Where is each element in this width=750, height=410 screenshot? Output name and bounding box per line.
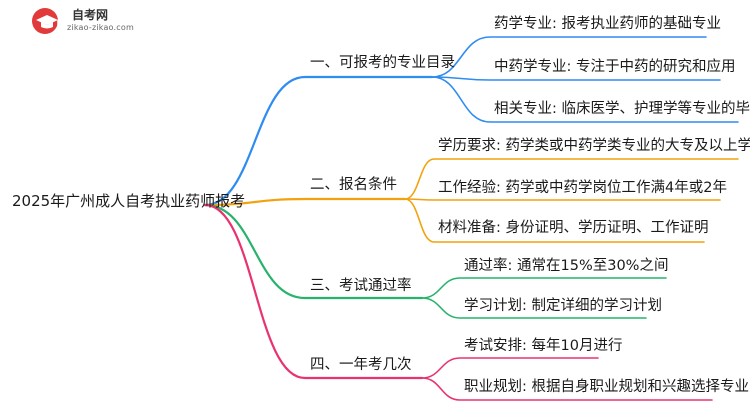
branch-1-leaf-2-connector — [431, 76, 721, 81]
branch-4-leaf-1: 考试安排: 每年10月进行 — [464, 338, 623, 354]
branch-2-connector — [203, 197, 407, 207]
branch-2-leaf-3: 材料准备: 身份证明、学历证明、工作证明 — [438, 220, 709, 236]
branch-3-leaf-1: 通过率: 通常在15%至30%之间 — [464, 258, 669, 274]
branch-2-leaf-1-connector — [404, 158, 739, 200]
branch-3-leaf-2: 学习计划: 制定详细的学习计划 — [464, 298, 662, 314]
branch-4-leaf-2: 职业规划: 根据自身职业规划和兴趣选择专业 — [464, 379, 749, 395]
root-node: 2025年广州成人自考执业药师报考 — [12, 192, 246, 210]
branch-4-label: 四、一年考几次 — [310, 357, 412, 373]
branch-3-leaf-2-connector — [421, 297, 647, 319]
branch-4-connector — [203, 203, 424, 380]
branch-2-label: 二、报名条件 — [310, 177, 397, 193]
logo-domain: zikao-zikao.com — [67, 23, 134, 32]
branch-2-leaf-3-connector — [404, 198, 705, 243]
branch-2-leaf-1: 学历要求: 药学类或中药学类专业的大专及以上学历 — [438, 138, 750, 154]
branch-3-label: 三、考试通过率 — [310, 278, 412, 294]
branch-2-leaf-2-connector — [404, 198, 721, 201]
branch-1-leaf-1: 药学专业: 报考执业药师的基础专业 — [494, 16, 721, 32]
logo-name: 自考网 — [72, 8, 109, 22]
branch-1-leaf-3-connector — [431, 76, 739, 123]
branch-4-leaf-2-connector — [421, 377, 713, 401]
branch-2-leaf-2: 工作经验: 药学或中药学岗位工作满4年或2年 — [438, 180, 727, 196]
branch-1-label: 一、可报考的专业目录 — [310, 55, 455, 71]
branch-1-leaf-1-connector — [431, 36, 707, 78]
branch-3-leaf-1-connector — [421, 277, 667, 299]
branch-3-connector — [203, 203, 424, 300]
branch-1-leaf-2: 中药学专业: 专注于中药的研究和应用 — [494, 59, 736, 75]
graduation-cap-icon — [32, 8, 59, 34]
branch-1-connector — [203, 75, 434, 207]
branch-1-leaf-3: 相关专业: 临床医学、护理学等专业的毕业生 — [494, 101, 750, 117]
logo: 自考网 zikao-zikao.com — [30, 4, 160, 40]
branch-4-leaf-1-connector — [421, 357, 599, 379]
